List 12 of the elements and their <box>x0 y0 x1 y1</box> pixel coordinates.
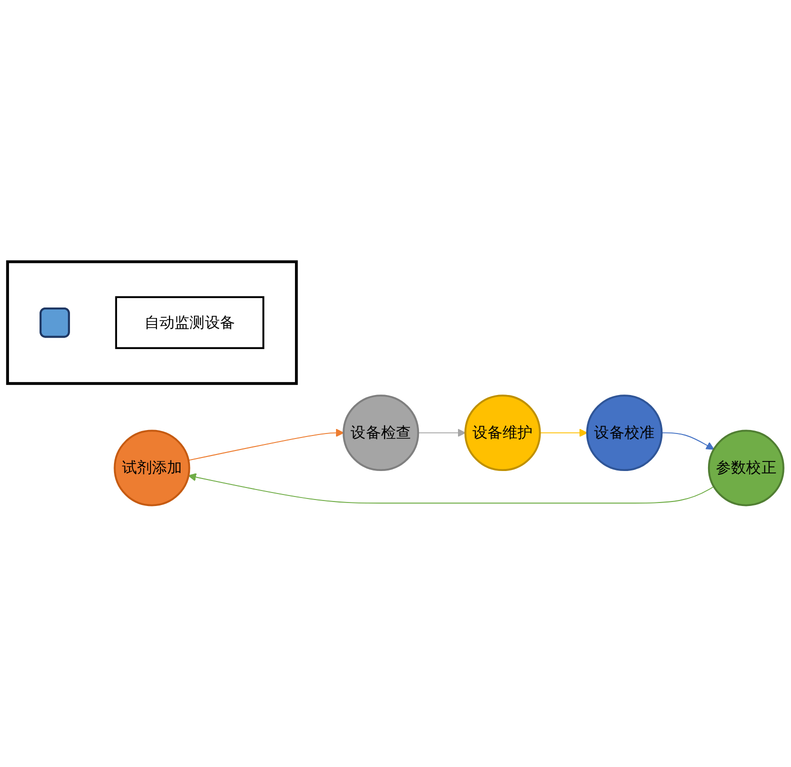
node-circle: 试剂添加 <box>114 430 190 506</box>
arrow <box>188 428 344 461</box>
arrow <box>661 432 714 450</box>
node-circle: 设备维护 <box>464 394 541 472</box>
node-circle: 设备检查 <box>342 394 420 472</box>
cluster <box>6 260 298 385</box>
node-circle: 设备校准 <box>586 394 663 472</box>
arrow <box>418 428 466 437</box>
arrow <box>539 428 588 437</box>
node-circle: 参数校正 <box>708 430 784 506</box>
node-box: 自动监测设备 <box>115 296 264 350</box>
arrow <box>188 473 714 504</box>
